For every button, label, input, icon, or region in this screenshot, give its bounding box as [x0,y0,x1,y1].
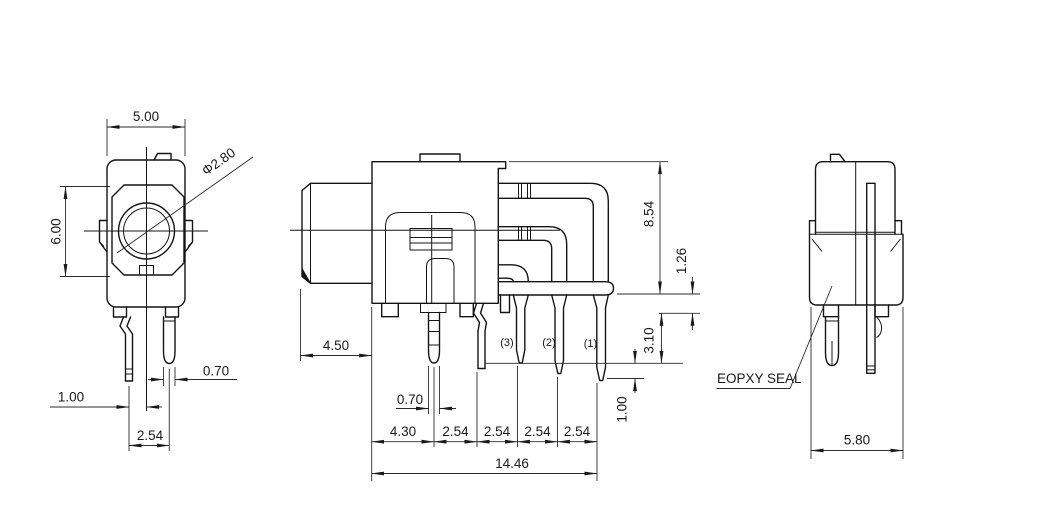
rear-top-tab [829,153,846,163]
front-pin-width-dimension: 0.70 [148,364,237,386]
side-pin2-label: (2) [542,337,555,349]
front-left-wing-notch [99,241,105,247]
rear-view: EOPXY SEAL 5.80 [716,153,904,459]
front-kinked-pin [119,316,134,382]
side-pin-width-label: 0.70 [397,392,423,407]
rear-left-wing [808,220,817,235]
front-right-wing [184,219,194,253]
side-pin1-label: (1) [584,338,597,350]
side-pin-width-dimension: 0.70 [396,366,456,414]
front-button-inner-circle [123,207,170,255]
front-right-wing-notch [187,241,193,247]
front-pin-width-label: 0.70 [203,364,229,379]
rear-right-foot [874,304,890,318]
side-standoff-dimension: 1.26 [659,248,700,330]
side-pitch-label-3: 2.54 [524,424,551,439]
front-button-diameter-label: Φ2.80 [199,145,238,179]
front-right-foot [164,306,180,318]
side-button-length-label: 4.50 [323,338,349,353]
rear-left-chamfer [811,238,823,252]
side-button-length-dimension: 4.50 [300,289,373,361]
side-pitch-label-1: 2.54 [442,424,469,439]
side-button-corner-fill [302,267,312,284]
side-right-foot [459,302,474,318]
front-left-foot [112,306,128,318]
side-body-outline [371,161,507,304]
side-center-pin [420,303,447,364]
front-pin-pitch-dimension: 2.54 [128,369,170,451]
front-height-dimension: 6.00 [49,186,110,277]
front-pin-offset-dimension: 1.00 [50,390,162,409]
rear-round-pin [824,316,840,367]
side-pitch-label-2: 2.54 [484,424,511,439]
side-plunger [426,258,455,304]
rear-width-label: 5.80 [844,433,870,448]
front-key-notch [139,265,154,275]
side-body-height-dimension: 8.54 [509,161,700,295]
side-contact-block [409,228,453,251]
rear-kink-hook [876,316,883,338]
front-left-wing [98,219,108,253]
rear-thin-pin [866,182,876,374]
side-pin3-label: (3) [500,337,513,349]
front-button-outer-circle [117,202,176,260]
side-standoff-bar [497,281,615,296]
front-inner-frame [111,184,185,276]
side-pin-length-dimension: 3.10 [642,312,664,364]
rear-right-wing [894,220,903,235]
side-tip-stagger-dimension: 1.00 [615,349,637,423]
side-total-length-dimension: 14.46 [371,456,598,476]
rear-right-chamfer [890,238,901,252]
side-bottom-dimension-chain: 4.30 2.54 2.54 2.54 2.54 [371,307,598,481]
side-view: (3) (2) (1) 4.50 0.70 [290,153,700,481]
side-body-height-label: 8.54 [642,200,657,227]
front-pin-offset-label: 1.00 [58,390,84,405]
front-height-label: 6.00 [49,218,64,244]
side-bar-foot [499,294,511,314]
rear-seal-label: EOPXY SEAL [717,371,802,386]
rear-lower-body [808,233,904,306]
side-kinked-pin [472,302,488,370]
side-inner-housing [385,212,476,304]
side-left-foot [381,302,399,318]
side-standoff-label: 1.26 [674,248,689,274]
side-bent-pin-2 [497,226,568,375]
front-straight-pin [162,316,176,365]
side-pin-length-label: 3.10 [642,327,657,353]
front-view: 5.00 6.00 Φ2.80 0.70 1.00 [49,109,254,451]
side-top-tab [419,153,461,163]
rear-left-foot [822,304,840,318]
front-top-tab [153,152,172,161]
front-width-dimension: 5.00 [106,109,186,156]
side-tip-stagger-label: 1.00 [615,396,630,422]
side-pitch-label-4: 2.54 [564,424,591,439]
front-width-label: 5.00 [133,109,159,124]
front-body-outline [106,159,186,308]
side-button [301,182,373,284]
rear-width-dimension: 5.80 [810,307,904,459]
side-lead-offset-label: 4.30 [390,424,416,439]
rear-seal-callout: EOPXY SEAL [716,285,833,389]
front-pin-pitch-label: 2.54 [137,428,164,443]
side-bent-pin-1 [497,182,609,382]
side-total-length-label: 14.46 [495,456,529,471]
